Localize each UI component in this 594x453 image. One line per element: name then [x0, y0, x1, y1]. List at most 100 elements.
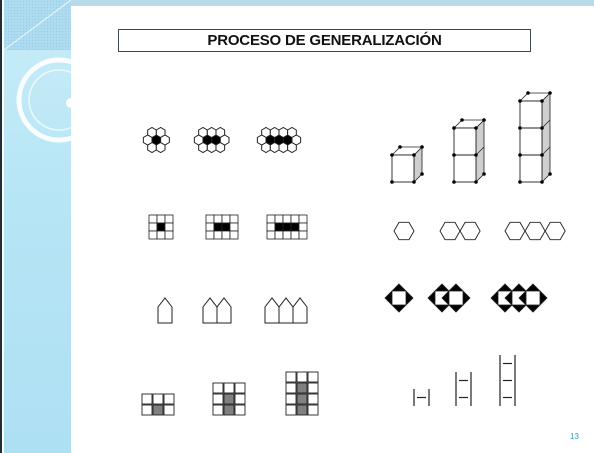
hexagon: [219, 134, 230, 146]
grid-square: [234, 393, 246, 405]
grid-cell-filled: [282, 222, 292, 232]
matchstick-h-term: [455, 372, 472, 406]
grid-square: [141, 393, 153, 405]
grid-square-shaded: [296, 382, 308, 394]
cube-divider: [475, 146, 485, 156]
vertex-dot: [518, 153, 522, 157]
grid-cell: [282, 214, 292, 224]
hexagon: [142, 134, 153, 146]
grid-square: [212, 404, 224, 416]
page-number: 13: [570, 432, 579, 441]
decorative-circles-graphic: [4, 0, 71, 143]
hexagon-flower-term: [256, 126, 302, 154]
grid-square: [141, 404, 153, 416]
matchstick-h-sequence: [412, 342, 542, 412]
diamond-inner-square: [448, 290, 464, 306]
grid-square: [285, 404, 297, 416]
grid-cell: [164, 214, 174, 224]
house-term: [264, 297, 308, 324]
cube-side-face: [541, 92, 551, 183]
grid-cell: [298, 230, 308, 240]
grid-cell-filled: [156, 222, 166, 232]
grid-square: [234, 404, 246, 416]
grid-square-shaded: [223, 404, 235, 416]
grid-square: [296, 371, 308, 383]
grid-cell: [298, 222, 308, 232]
house-sequence: [157, 287, 337, 327]
cube-front-face: [391, 154, 415, 183]
hexagon: [206, 141, 217, 154]
grid-cell: [148, 214, 158, 224]
vertex-dot: [540, 153, 544, 157]
vertex-dot: [474, 153, 478, 157]
top-accent-bar: [71, 0, 594, 6]
vertex-dot: [412, 153, 416, 157]
grid-cell: [266, 214, 276, 224]
grid-square: [212, 393, 224, 405]
grid-cell: [290, 230, 300, 240]
vertex-dot: [526, 91, 530, 95]
hexagon: [291, 134, 302, 146]
hexagon: [206, 126, 217, 139]
grid-cell-filled: [213, 222, 223, 232]
vertex-dot: [412, 180, 416, 184]
hexagon-flower-term: [142, 126, 170, 154]
grid-square-shaded: [296, 393, 308, 405]
grid-square-shaded: [223, 393, 235, 405]
grid-cell: [164, 230, 174, 240]
diamond-chain-sequence: [384, 280, 565, 320]
house-term: [202, 297, 232, 324]
cube-tower-term: [452, 118, 486, 184]
grid-square: [307, 371, 319, 383]
vertex-dot: [518, 126, 522, 130]
vertex-dot: [452, 153, 456, 157]
grid-cell: [274, 214, 284, 224]
vertex-dot: [482, 118, 486, 122]
hexagon-chain-term: [439, 221, 481, 241]
decorative-sidebar: [4, 0, 71, 453]
grid-square: [234, 382, 246, 394]
grid-cell: [164, 222, 174, 232]
vertex-dot: [548, 172, 552, 176]
grid-cell: [156, 214, 166, 224]
hexagon: [278, 126, 289, 139]
vertex-dot: [540, 180, 544, 184]
vertex-dot: [398, 145, 402, 149]
vertex-dot: [548, 91, 552, 95]
grid-cell: [156, 230, 166, 240]
hexagon-chain-term: [393, 221, 415, 241]
grid-square: [285, 393, 297, 405]
hexagon: [459, 221, 481, 241]
grid-cell-filled: [290, 222, 300, 232]
grid-square: [307, 404, 319, 416]
grid-rectangle-term: [205, 214, 239, 240]
grid-cell: [221, 230, 231, 240]
diamond-chain-term: [427, 283, 471, 313]
square-grid-term: [141, 393, 175, 416]
vertex-dot: [482, 172, 486, 176]
square-grid-term: [285, 371, 319, 416]
hexagon-flower-sequence: [142, 122, 332, 162]
vertex-dot: [420, 172, 424, 176]
cube-front-face: [519, 100, 543, 183]
vertex-dot: [390, 180, 394, 184]
grid-cell: [213, 214, 223, 224]
hexagon: [544, 221, 566, 241]
house-outline: [264, 297, 308, 324]
grid-cell: [298, 214, 308, 224]
vertex-dot: [420, 145, 424, 149]
slide-title: PROCESO DE GENERALIZACIÓN: [118, 29, 531, 52]
vertex-dot: [460, 118, 464, 122]
cube-tower-term: [518, 91, 552, 184]
hexagon: [193, 134, 204, 146]
grid-cell: [148, 222, 158, 232]
cube-divider: [541, 146, 551, 156]
cube-divider: [541, 119, 551, 129]
house-outline: [157, 297, 173, 324]
hexagon: [269, 126, 280, 139]
hexagon: [439, 221, 461, 241]
grid-square-shaded: [152, 404, 164, 416]
grid-square: [212, 382, 224, 394]
vertex-dot: [540, 126, 544, 130]
